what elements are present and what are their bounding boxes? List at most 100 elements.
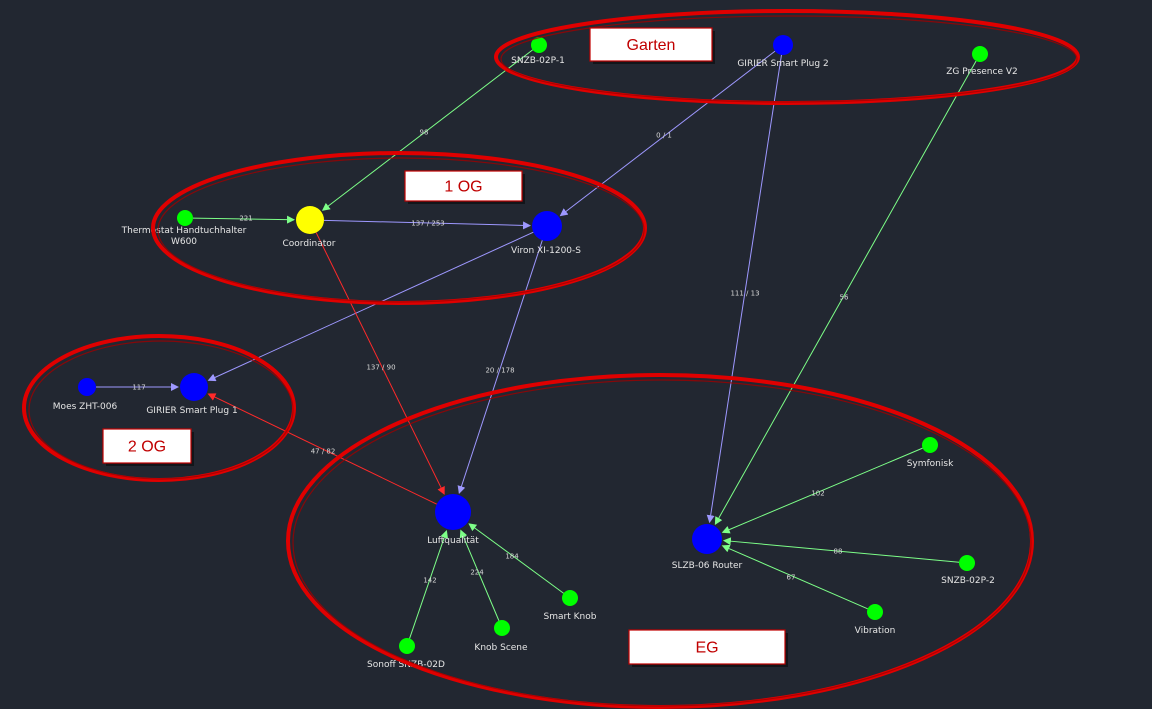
area-ring-og2 bbox=[22, 334, 296, 482]
device-label: SLZB-06 Router bbox=[672, 561, 743, 571]
router-node-marker[interactable] bbox=[180, 373, 208, 401]
device-label: Knob Scene bbox=[474, 643, 528, 653]
end-device-node-marker[interactable] bbox=[177, 210, 193, 226]
device-label: Moes ZHT-006 bbox=[53, 402, 118, 412]
link-quality-label: 117 bbox=[132, 384, 145, 392]
device-node-slzb06[interactable]: SLZB-06 Router bbox=[672, 524, 743, 571]
device-node-symfonisk[interactable]: Symfonisk bbox=[907, 437, 954, 469]
link-thermostat-to-coordinator[interactable] bbox=[192, 215, 296, 224]
link-girier2-to-viron[interactable] bbox=[559, 50, 776, 217]
device-label: GIRIER Smart Plug 2 bbox=[737, 59, 828, 69]
area-ring-shadow bbox=[500, 15, 1078, 103]
link-girier2-to-slzb06[interactable] bbox=[706, 54, 782, 524]
device-node-luftqualitaet[interactable]: Luftqualität bbox=[427, 494, 479, 546]
link-quality-label: 56 bbox=[840, 294, 849, 302]
link-quality-label: 20 / 178 bbox=[485, 367, 514, 375]
router-node-marker[interactable] bbox=[532, 211, 562, 241]
link-quality-label: 137 / 90 bbox=[366, 364, 395, 372]
coordinator-node-marker[interactable] bbox=[296, 206, 324, 234]
device-node-zgpresence[interactable]: ZG Presence V2 bbox=[946, 46, 1018, 77]
router-node-marker[interactable] bbox=[78, 378, 96, 396]
area-label-og1: 1 OG bbox=[444, 179, 482, 196]
area-ring-og1 bbox=[151, 151, 647, 305]
link-symfonisk-to-slzb06[interactable] bbox=[721, 447, 923, 534]
device-label: Symfonisk bbox=[907, 459, 954, 469]
link-quality-label: 224 bbox=[470, 569, 484, 577]
device-node-knobscene[interactable]: Knob Scene bbox=[474, 620, 528, 653]
link-vibration-to-slzb06[interactable] bbox=[721, 544, 868, 610]
area-ring-garten bbox=[494, 9, 1080, 105]
link-knobscene-to-luftqualitaet[interactable] bbox=[459, 529, 500, 621]
end-device-node-marker[interactable] bbox=[867, 604, 883, 620]
device-label: Viron XI-1200-S bbox=[511, 246, 581, 256]
link-zgpresence-to-slzb06[interactable] bbox=[714, 60, 977, 526]
edges-layer: 98 221 137 / 253 0 / 1 117 137 / 90 20 / 178 47… bbox=[96, 49, 977, 639]
end-device-node-marker[interactable] bbox=[922, 437, 938, 453]
link-viron-to-girier1[interactable] bbox=[207, 231, 534, 382]
link-quality-label: 184 bbox=[505, 553, 519, 561]
link-quality-label: 47 / 82 bbox=[311, 448, 336, 456]
nodes-layer: SNZB-02P-1 GIRIER Smart Plug 2 ZG Presence… bbox=[53, 35, 1018, 670]
link-quality-label: 102 bbox=[811, 490, 824, 498]
link-snzb02p1-to-coordinator[interactable] bbox=[321, 49, 533, 211]
link-sonoff-to-luftqualitaet[interactable] bbox=[409, 529, 449, 639]
area-label-eg: EG bbox=[695, 640, 718, 657]
device-label: SNZB-02P-2 bbox=[941, 576, 995, 586]
area-ring-eg bbox=[286, 373, 1034, 709]
device-label: Coordinator bbox=[282, 239, 335, 249]
link-quality-label: 111 / 13 bbox=[730, 290, 759, 298]
router-node-marker[interactable] bbox=[773, 35, 793, 55]
link-luftqualitaet-to-girier1[interactable] bbox=[207, 393, 438, 505]
end-device-node-marker[interactable] bbox=[494, 620, 510, 636]
link-quality-label: 98 bbox=[420, 129, 429, 137]
device-label-line2: W600 bbox=[171, 237, 197, 247]
router-node-marker[interactable] bbox=[435, 494, 471, 530]
link-snzb02p2-to-slzb06[interactable] bbox=[722, 537, 960, 563]
device-node-vibration[interactable]: Vibration bbox=[855, 604, 896, 636]
end-device-node-marker[interactable] bbox=[562, 590, 578, 606]
link-smartknob-to-luftqualitaet[interactable] bbox=[468, 523, 564, 594]
end-device-node-marker[interactable] bbox=[959, 555, 975, 571]
end-device-node-marker[interactable] bbox=[531, 37, 547, 53]
device-node-girier1[interactable]: GIRIER Smart Plug 1 bbox=[146, 373, 238, 416]
link-quality-label: 221 bbox=[239, 215, 252, 223]
link-coordinator-to-viron[interactable] bbox=[323, 219, 532, 230]
device-node-snzb02p1[interactable]: SNZB-02P-1 bbox=[511, 37, 565, 66]
area-label-box-garten bbox=[589, 27, 713, 62]
device-label: Sonoff SNZB-02D bbox=[367, 660, 445, 670]
area-label-box-og2 bbox=[102, 428, 192, 464]
device-label: GIRIER Smart Plug 1 bbox=[146, 406, 237, 416]
link-quality-label: 0 / 1 bbox=[656, 132, 672, 140]
area-label-box-og1 bbox=[404, 170, 523, 202]
area-label-og2: 2 OG bbox=[128, 439, 166, 456]
device-label: SNZB-02P-1 bbox=[511, 56, 565, 66]
device-node-moes[interactable]: Moes ZHT-006 bbox=[53, 378, 118, 412]
device-node-girier2[interactable]: GIRIER Smart Plug 2 bbox=[737, 35, 829, 69]
end-device-node-marker[interactable] bbox=[972, 46, 988, 62]
link-quality-label: 142 bbox=[423, 577, 436, 585]
router-node-marker[interactable] bbox=[692, 524, 722, 554]
device-node-viron[interactable]: Viron XI-1200-S bbox=[511, 211, 581, 256]
device-node-smartknob[interactable]: Smart Knob bbox=[544, 590, 597, 622]
device-label: Thermostat Handtuchhalter bbox=[121, 226, 247, 236]
device-node-coordinator[interactable]: Coordinator bbox=[282, 206, 336, 249]
link-quality-label: 67 bbox=[787, 574, 796, 582]
area-label-box-eg bbox=[628, 629, 786, 665]
device-label: Vibration bbox=[855, 626, 896, 636]
link-quality-label: 88 bbox=[834, 548, 843, 556]
link-quality-label: 137 / 253 bbox=[411, 220, 445, 228]
device-label: Luftqualität bbox=[427, 536, 479, 546]
device-node-sonoff[interactable]: Sonoff SNZB-02D bbox=[367, 638, 445, 670]
end-device-node-marker[interactable] bbox=[399, 638, 415, 654]
area-ring-shadow bbox=[292, 379, 1032, 707]
link-viron-to-luftqualitaet[interactable] bbox=[457, 240, 543, 494]
area-ring-shadow bbox=[28, 340, 294, 480]
device-node-snzb02p2[interactable]: SNZB-02P-2 bbox=[941, 555, 995, 586]
link-coordinator-to-luftqualitaet[interactable] bbox=[315, 232, 445, 495]
device-label: Smart Knob bbox=[544, 612, 597, 622]
device-label: ZG Presence V2 bbox=[946, 67, 1017, 77]
